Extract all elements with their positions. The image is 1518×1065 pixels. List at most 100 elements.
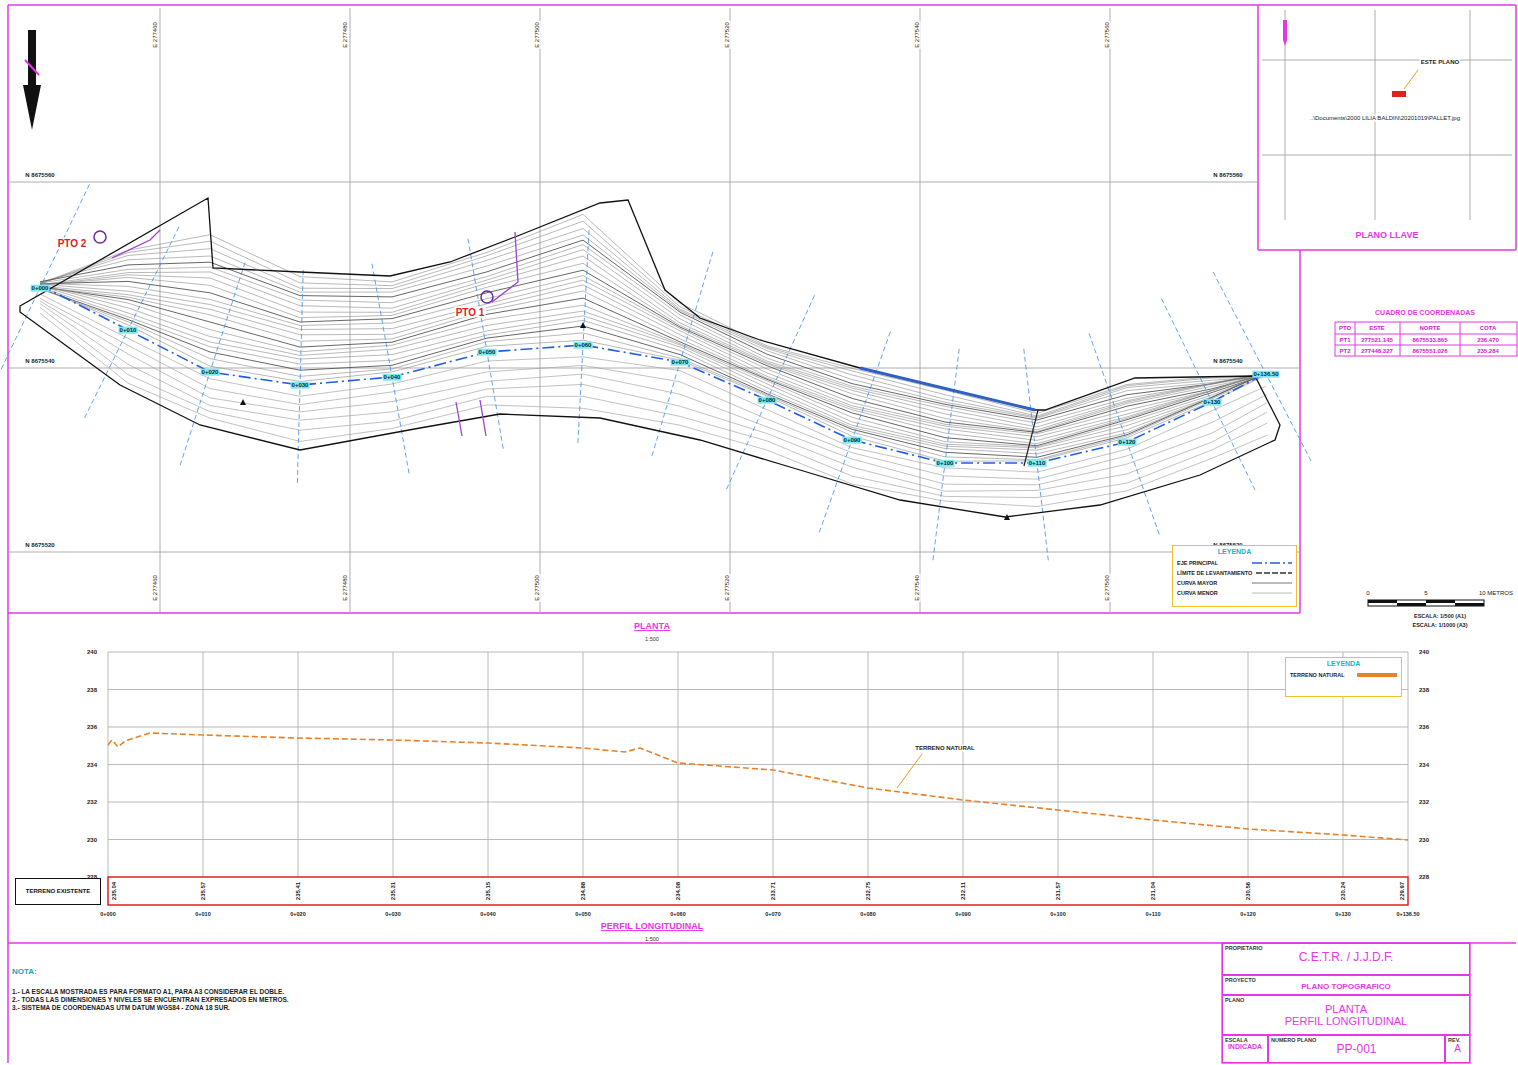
panel-title: PLANO LLAVE bbox=[1259, 231, 1515, 241]
cell-value: PLANTA bbox=[1225, 1003, 1467, 1015]
terrain-profile bbox=[108, 733, 1408, 840]
title-block-cell: PROPIETARIOC.E.T.R. / J.J.D.F. bbox=[1222, 943, 1470, 975]
contour-line bbox=[40, 313, 1268, 506]
station-tag: 0+110 bbox=[1028, 460, 1047, 467]
axis-value: 228 bbox=[1418, 874, 1430, 881]
title-block-cell: NUMERO PLANOPP-001 bbox=[1268, 1035, 1445, 1063]
north-arrow bbox=[1283, 20, 1287, 46]
table-cell: PTO bbox=[1338, 325, 1352, 332]
legend-text: CURVA MENOR bbox=[1177, 590, 1218, 596]
table-cell: NORTE bbox=[1419, 325, 1442, 332]
axis-value: 236 bbox=[1418, 724, 1430, 731]
cell-heading: PLANO bbox=[1225, 997, 1467, 1003]
note-text: 2.- TODAS LAS DIMENSIONES Y NIVELES SE E… bbox=[11, 996, 290, 1003]
title-block-cell: PLANOPLANTAPERFIL LONGITUDINAL bbox=[1222, 995, 1470, 1035]
grid-coordinate: E 277540 bbox=[914, 574, 921, 602]
title-block-cell: REV.A bbox=[1445, 1035, 1470, 1063]
grid-coordinate: N 8675540 bbox=[24, 358, 55, 365]
axis-value: 232 bbox=[1418, 799, 1430, 806]
cell-value: PLANO TOPOGRAFICO bbox=[1225, 983, 1467, 992]
station-label: 0+050 bbox=[574, 911, 591, 917]
section-line bbox=[578, 230, 589, 445]
grid-coordinate: E 277540 bbox=[914, 21, 921, 49]
table-cell: 235.284 bbox=[1476, 347, 1500, 354]
title-block-frame bbox=[1222, 943, 1470, 1063]
legend-title: LEYENDA bbox=[1290, 660, 1397, 668]
section-line bbox=[1024, 349, 1049, 563]
view-title: PERFIL LONGITUDINAL bbox=[600, 922, 704, 932]
station-label: 0+080 bbox=[859, 911, 876, 917]
main-axis bbox=[40, 285, 1268, 463]
grid-coordinate: E 277560 bbox=[1104, 21, 1111, 49]
scale-text: ESCALA: 1/500 (A1) bbox=[1413, 613, 1467, 619]
elevation-value: 234.88 bbox=[580, 881, 587, 901]
axis-value: 234 bbox=[1418, 761, 1430, 768]
station-label: 0+030 bbox=[384, 911, 401, 917]
elevation-band bbox=[108, 877, 1408, 905]
grid-coordinate: N 8675560 bbox=[24, 172, 55, 179]
elevation-value: 231.57 bbox=[1055, 881, 1062, 901]
section-line bbox=[372, 264, 409, 476]
contour-line bbox=[40, 229, 1252, 418]
station-label: 0+020 bbox=[289, 911, 306, 917]
station-tag: 0+060 bbox=[574, 342, 593, 349]
cell-value: A bbox=[1448, 1043, 1467, 1054]
station-tag: 0+136.50 bbox=[1252, 371, 1279, 378]
point-name: PTO 1 bbox=[455, 307, 486, 318]
callout-text: ESTE PLANO bbox=[1420, 59, 1460, 66]
scale-text: ESCALA: 1/1000 (A3) bbox=[1411, 622, 1468, 628]
contour-line bbox=[40, 304, 1267, 492]
station-tag: 0+090 bbox=[843, 437, 862, 444]
section-line bbox=[1213, 272, 1312, 463]
survey-boundary bbox=[20, 198, 1280, 517]
station-label: 0+070 bbox=[764, 911, 781, 917]
section-line bbox=[180, 263, 246, 468]
station-label: 0+110 bbox=[1144, 911, 1161, 917]
table-cell: 277521.145 bbox=[1360, 336, 1394, 343]
section-line bbox=[933, 349, 960, 562]
legend-row: EJE PRINCIPAL bbox=[1177, 558, 1292, 568]
cell-heading: REV. bbox=[1448, 1037, 1467, 1043]
section-lines bbox=[0, 184, 1312, 562]
survey-marks bbox=[112, 230, 518, 436]
contour-line bbox=[40, 308, 1267, 498]
grid-coordinate: N 8675520 bbox=[24, 542, 55, 549]
row-title: TERRENO EXISTENTE bbox=[16, 888, 100, 895]
elevation-value: 234.08 bbox=[675, 881, 682, 901]
view-title: PLANTA bbox=[633, 622, 671, 632]
axis-value: 234 bbox=[86, 761, 98, 768]
scale-text: 5 bbox=[1423, 590, 1428, 597]
legend-row: CURVA MAYOR bbox=[1177, 578, 1292, 588]
legend-title: LEYENDA bbox=[1177, 548, 1292, 556]
station-label: 0+040 bbox=[479, 911, 496, 917]
contour-line bbox=[40, 285, 1259, 441]
sheet-frame bbox=[8, 5, 1516, 1063]
station-label: 0+000 bbox=[99, 911, 116, 917]
section-line bbox=[651, 252, 713, 458]
note-heading: NOTA: bbox=[11, 968, 38, 977]
legend-text: EJE PRINCIPAL bbox=[1177, 560, 1218, 566]
table-cell: 8675551.026 bbox=[1411, 347, 1448, 354]
elevation-value: 232.75 bbox=[865, 881, 872, 901]
elevation-value: 230.56 bbox=[1245, 881, 1252, 901]
legend-line-sample bbox=[1252, 580, 1292, 586]
section-line bbox=[0, 184, 89, 378]
axis-value: 240 bbox=[1418, 649, 1430, 656]
elevation-value: 235.04 bbox=[111, 881, 118, 901]
elevation-value: 231.04 bbox=[1150, 881, 1157, 901]
key-plan-marker bbox=[1392, 91, 1406, 97]
north-arrow bbox=[23, 30, 41, 130]
wall-line bbox=[1024, 410, 1038, 466]
profile-grid bbox=[108, 652, 1408, 877]
leader-line bbox=[1404, 70, 1418, 89]
legend-row: LÍMITE DE LEVANTAMIENTO bbox=[1177, 568, 1292, 578]
file-path: ..\Documents\2000 LILIA BALDIN\20201019\… bbox=[1309, 115, 1461, 122]
callout-text: TERRENO NATURAL bbox=[914, 745, 976, 752]
row-title-box: TERRENO EXISTENTE bbox=[15, 878, 101, 905]
elevation-value: 235.57 bbox=[200, 881, 207, 901]
legend-line-sample bbox=[1252, 590, 1292, 596]
table-cell: 277448.327 bbox=[1360, 347, 1394, 354]
station-tag: 0+080 bbox=[758, 397, 777, 404]
grid-coordinate: E 277520 bbox=[724, 574, 731, 602]
